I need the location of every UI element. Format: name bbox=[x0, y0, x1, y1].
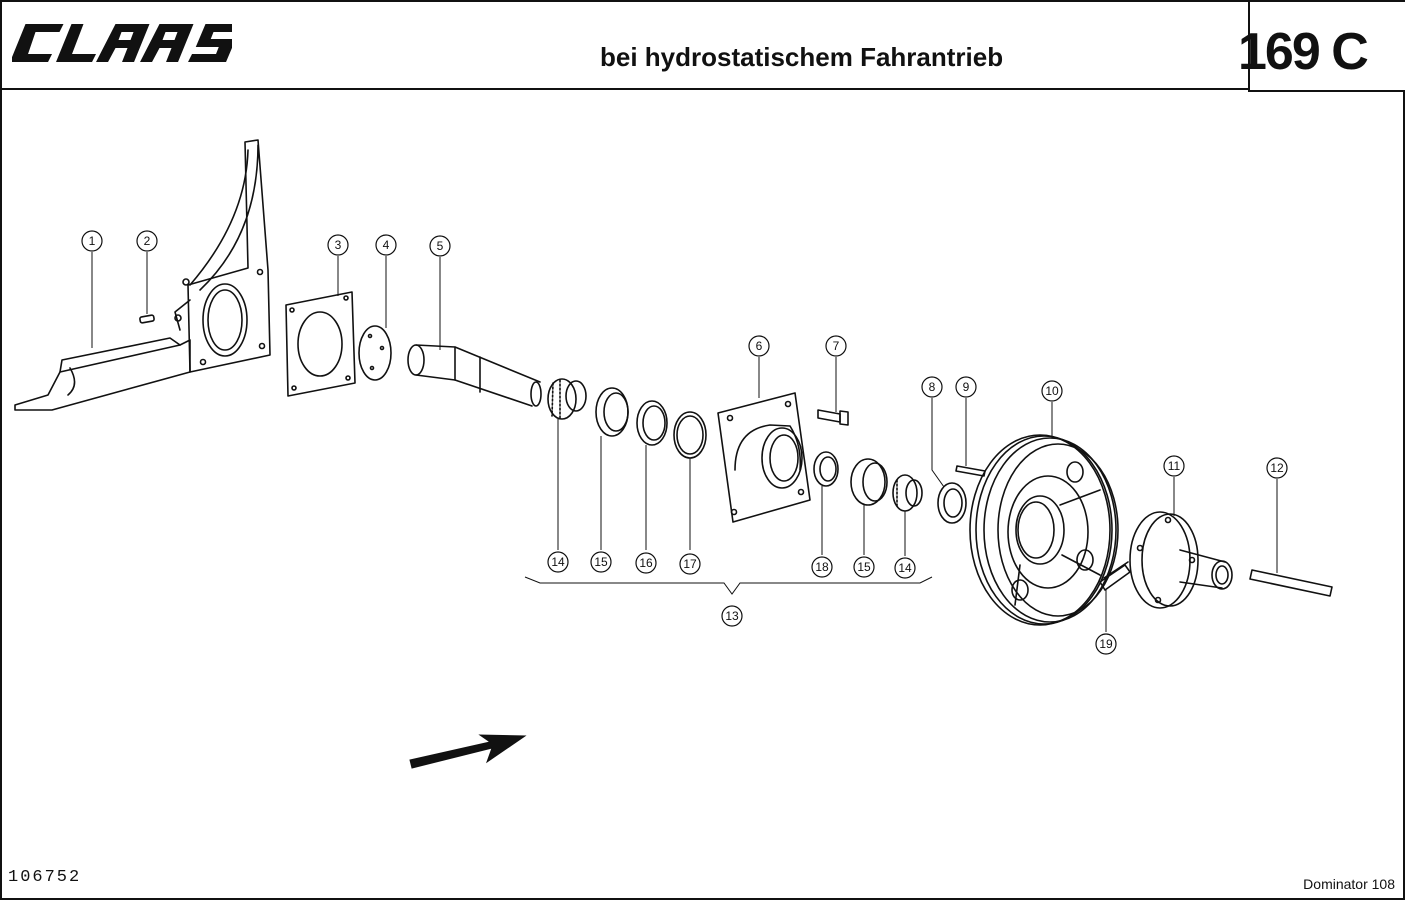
callout-4: 4 bbox=[383, 238, 390, 252]
callout-12: 12 bbox=[1270, 461, 1284, 475]
callout-14-left: 14 bbox=[551, 555, 565, 569]
header-divider bbox=[2, 88, 1403, 90]
part-15-race-left bbox=[595, 387, 629, 437]
callout-18: 18 bbox=[815, 560, 829, 574]
part-2-pin bbox=[139, 314, 155, 324]
callout-7: 7 bbox=[833, 339, 840, 353]
page-number: 169 C bbox=[1238, 23, 1369, 81]
callout-16: 16 bbox=[639, 556, 653, 570]
callout-19: 19 bbox=[1099, 637, 1113, 651]
part-10-pulley bbox=[969, 434, 1119, 626]
callout-2: 2 bbox=[144, 234, 151, 248]
callout-15-left: 15 bbox=[594, 555, 608, 569]
part-11-hub bbox=[1129, 511, 1233, 609]
part-6-bearing-housing bbox=[717, 392, 811, 523]
callout-15-right: 15 bbox=[857, 560, 871, 574]
page-title: bei hydrostatischem Fahrantrieb bbox=[600, 42, 1004, 72]
callout-17: 17 bbox=[683, 557, 697, 571]
brand-logo bbox=[12, 24, 232, 62]
part-17-snap-ring bbox=[673, 411, 707, 459]
part-14-bearing-right bbox=[892, 474, 923, 512]
callout-6: 6 bbox=[756, 339, 763, 353]
callout-8: 8 bbox=[929, 380, 936, 394]
callout-5: 5 bbox=[437, 239, 444, 253]
callout-14-right: 14 bbox=[898, 561, 912, 575]
part-1-frame-bracket bbox=[14, 139, 271, 411]
part-4-cover-disc bbox=[358, 325, 392, 381]
callout-11: 11 bbox=[1168, 459, 1181, 473]
page-number-box bbox=[1248, 2, 1405, 92]
direction-arrow-icon bbox=[409, 734, 527, 769]
part-5-shaft bbox=[407, 344, 542, 407]
callout-13: 13 bbox=[725, 609, 739, 623]
callout-1: 1 bbox=[89, 234, 96, 248]
part-15-race-right bbox=[850, 458, 888, 506]
part-8-seal-ring bbox=[937, 482, 967, 524]
part-3-gasket bbox=[285, 291, 356, 397]
callout-3: 3 bbox=[335, 238, 342, 252]
model-name: Dominator 108 bbox=[1303, 876, 1395, 892]
part-16-ring bbox=[636, 400, 668, 446]
part-14-bearing-left bbox=[547, 378, 587, 420]
part-9-pin bbox=[955, 465, 986, 477]
document-number: 106752 bbox=[8, 868, 82, 887]
part-18-ring bbox=[813, 451, 839, 487]
part-12-key-bar bbox=[1249, 569, 1333, 597]
part-19-key bbox=[1099, 561, 1131, 591]
callout-10: 10 bbox=[1045, 384, 1059, 398]
callout-9: 9 bbox=[963, 380, 970, 394]
part-7-bolt bbox=[817, 409, 849, 426]
